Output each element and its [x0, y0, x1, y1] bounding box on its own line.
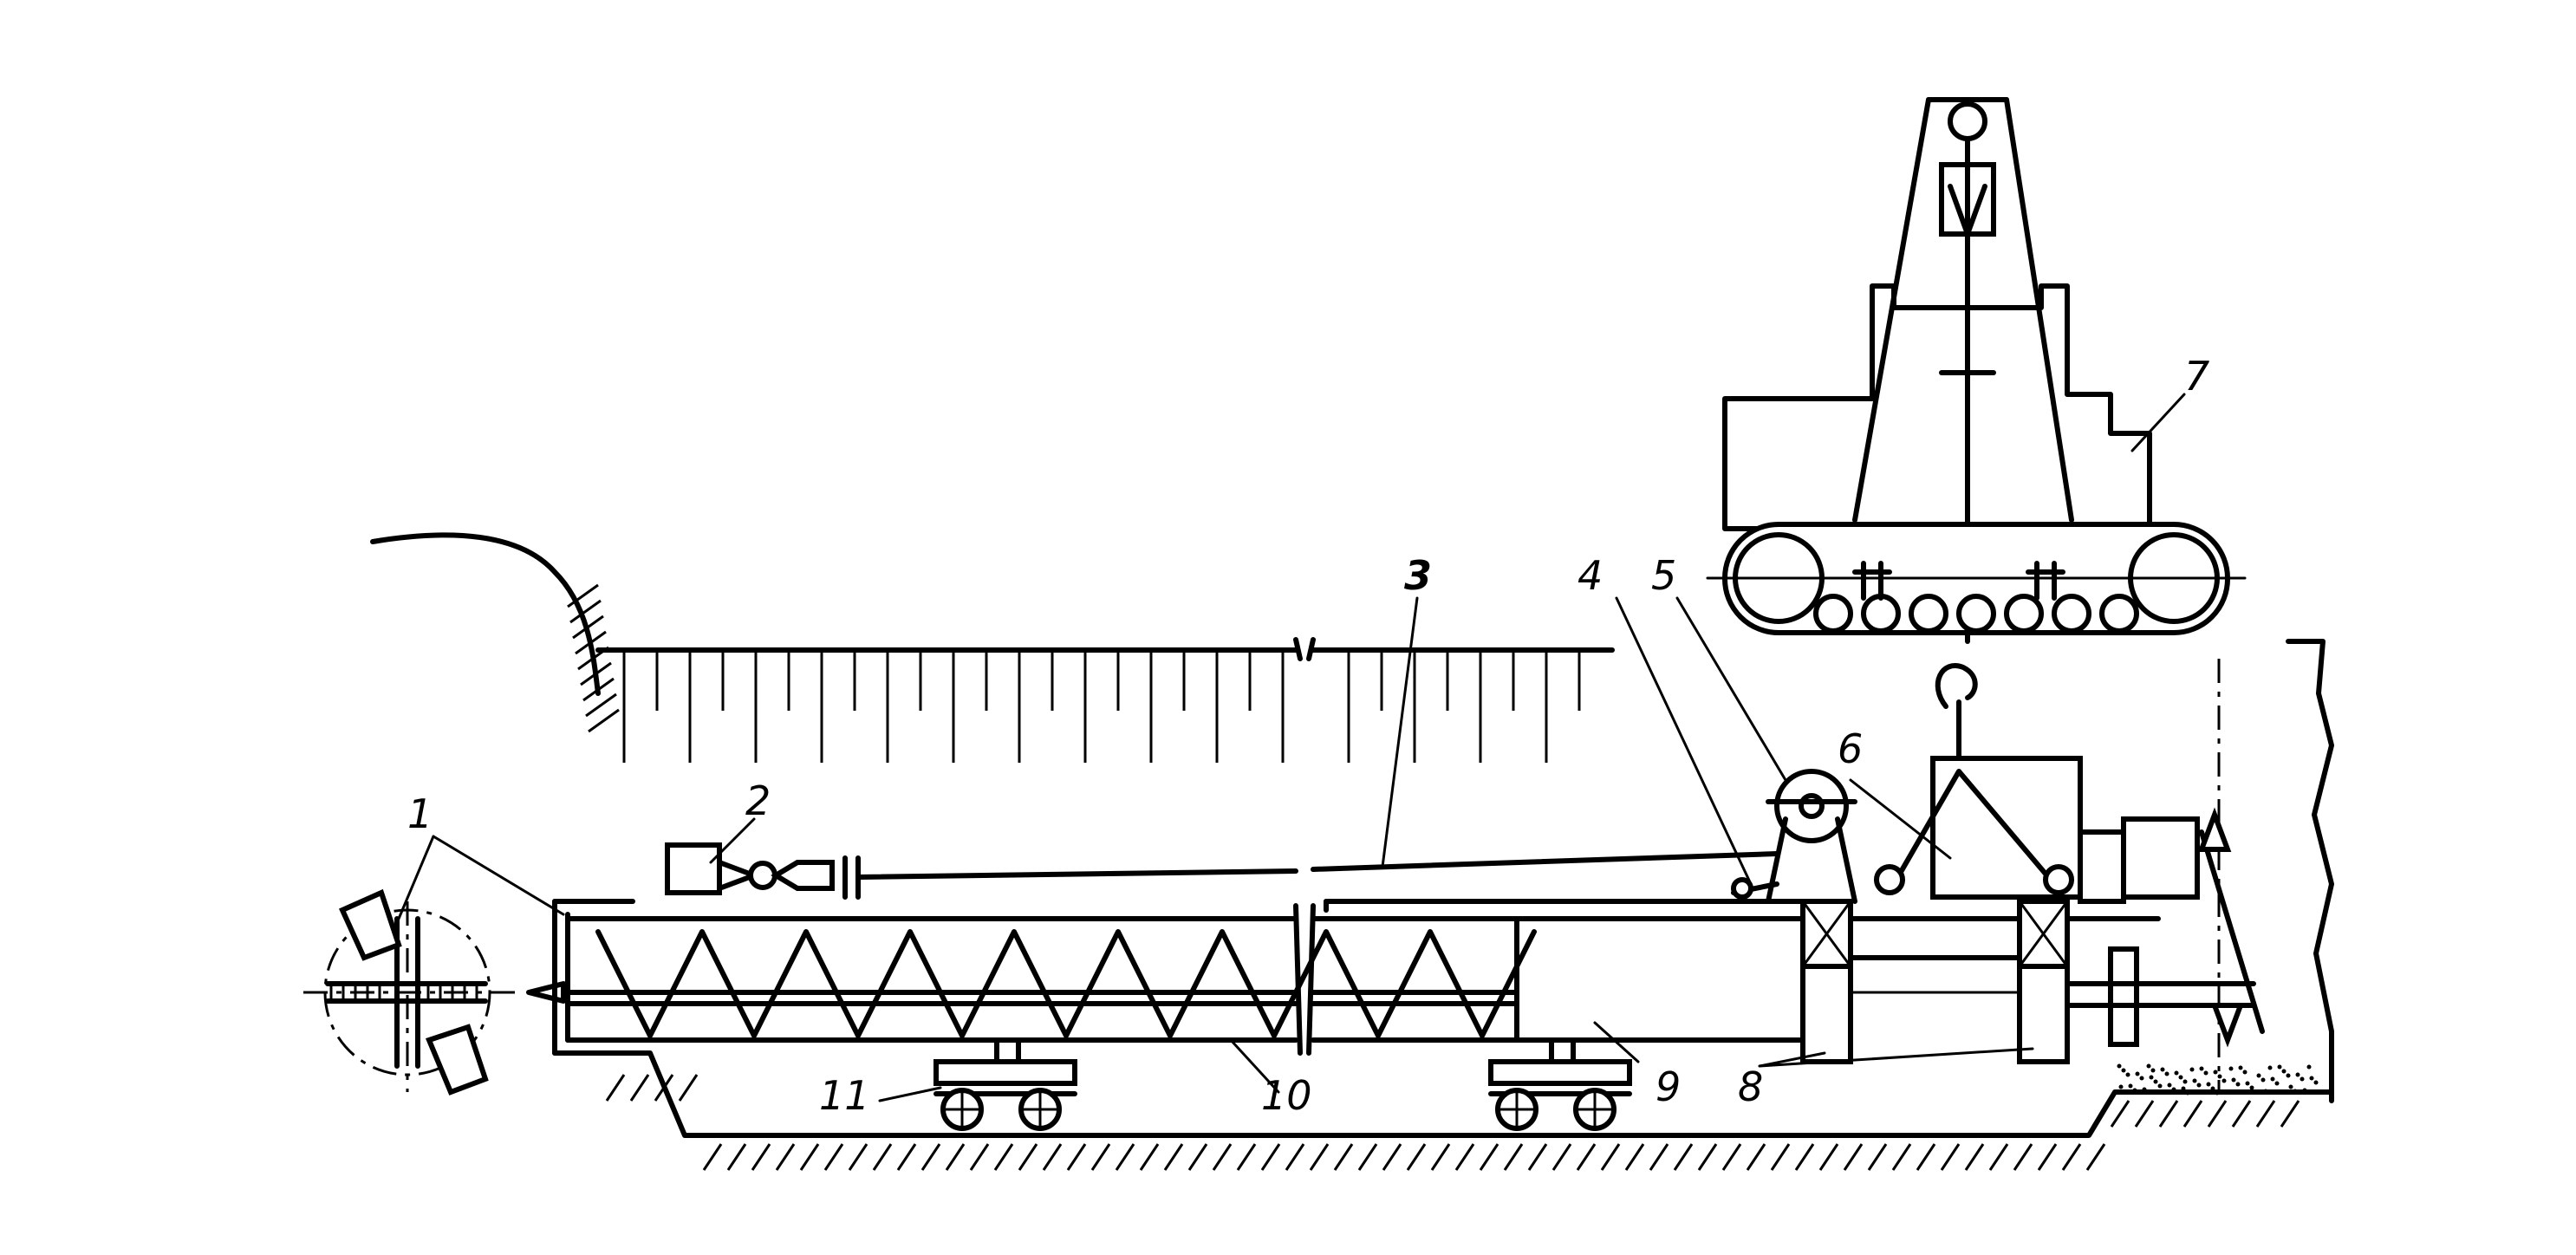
crawler-crane — [1706, 97, 2247, 644]
label-3: 3 — [1404, 552, 1432, 599]
label-5: 5 — [1651, 552, 1676, 599]
pit-bottom — [552, 1050, 2334, 1171]
label-7: 7 — [2184, 353, 2209, 400]
cutting-head — [303, 888, 566, 1096]
pull-cable — [665, 842, 1779, 900]
label-8: 8 — [1738, 1063, 1763, 1110]
label-4: 4 — [1577, 552, 1603, 599]
label-9: 9 — [1656, 1063, 1681, 1110]
callout-labels: 1 2 3 4 5 6 7 8 9 10 11 — [407, 353, 2209, 1119]
leader-lines — [397, 393, 2186, 1102]
jack-frame — [1324, 807, 2265, 1064]
ground-surface — [370, 532, 2334, 1103]
label-6: 6 — [1838, 725, 1863, 772]
label-2: 2 — [745, 777, 771, 824]
casing-pipe — [552, 899, 2161, 1056]
label-1: 1 — [407, 790, 433, 837]
label-11: 11 — [819, 1072, 870, 1119]
trolleys — [933, 1037, 1632, 1131]
winch-assembly — [1766, 663, 2200, 904]
label-10: 10 — [1261, 1072, 1312, 1119]
